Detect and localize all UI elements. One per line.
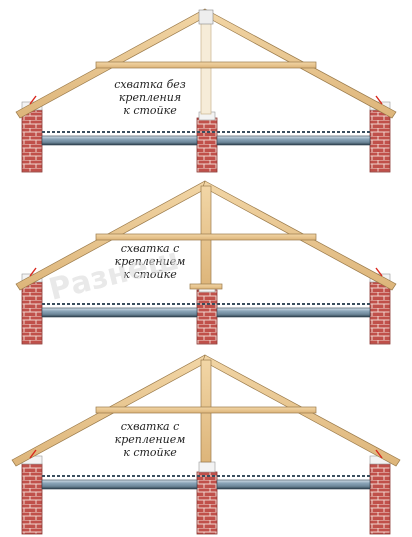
floor-slab-left	[41, 307, 198, 318]
watermark: Разнеш	[45, 242, 182, 308]
floor-slab-right	[216, 479, 371, 490]
right-brick-pier	[369, 281, 391, 345]
lower-tie	[189, 283, 223, 290]
right-brick-pier	[369, 463, 391, 535]
label-line-1: схватка с	[121, 420, 180, 433]
panel-label: схватка с креплением к стойке	[115, 242, 186, 281]
floor-slab-left	[41, 135, 198, 146]
label-line-2: крепления	[119, 91, 181, 104]
floor-slab-right	[216, 307, 371, 318]
center-brick-pier	[196, 117, 218, 173]
floor-slab-left	[41, 479, 198, 490]
label-line-1: схватка с	[121, 242, 180, 255]
label-line-3: к стойке	[123, 268, 177, 281]
collar-tie	[95, 406, 317, 414]
left-brick-pier	[21, 109, 43, 173]
center-brick-pier	[196, 289, 218, 345]
label-line-2: креплением	[115, 433, 186, 446]
left-brick-pier	[21, 463, 43, 535]
panel-label: схватка без крепления к стойке	[114, 78, 186, 117]
right-brick-pier	[369, 109, 391, 173]
panel-label: схватка с креплением к стойке	[115, 420, 186, 459]
floor-slab-right	[216, 135, 371, 146]
label-line-3: к стойке	[123, 104, 177, 117]
label-line-2: креплением	[115, 255, 186, 268]
collar-tie	[95, 61, 317, 69]
truss-panel-2: схватка с креплением к стойке Разнеш	[15, 180, 397, 345]
left-brick-pier	[21, 281, 43, 345]
label-line-3: к стойке	[123, 446, 177, 459]
collar-tie	[95, 233, 317, 241]
truss-panel-1: схватка без крепления к стойке	[15, 8, 397, 173]
center-brick-pier	[196, 471, 218, 535]
label-line-1: схватка без	[114, 78, 186, 91]
truss-panel-3: схватка с креплением к стойке	[11, 354, 401, 535]
